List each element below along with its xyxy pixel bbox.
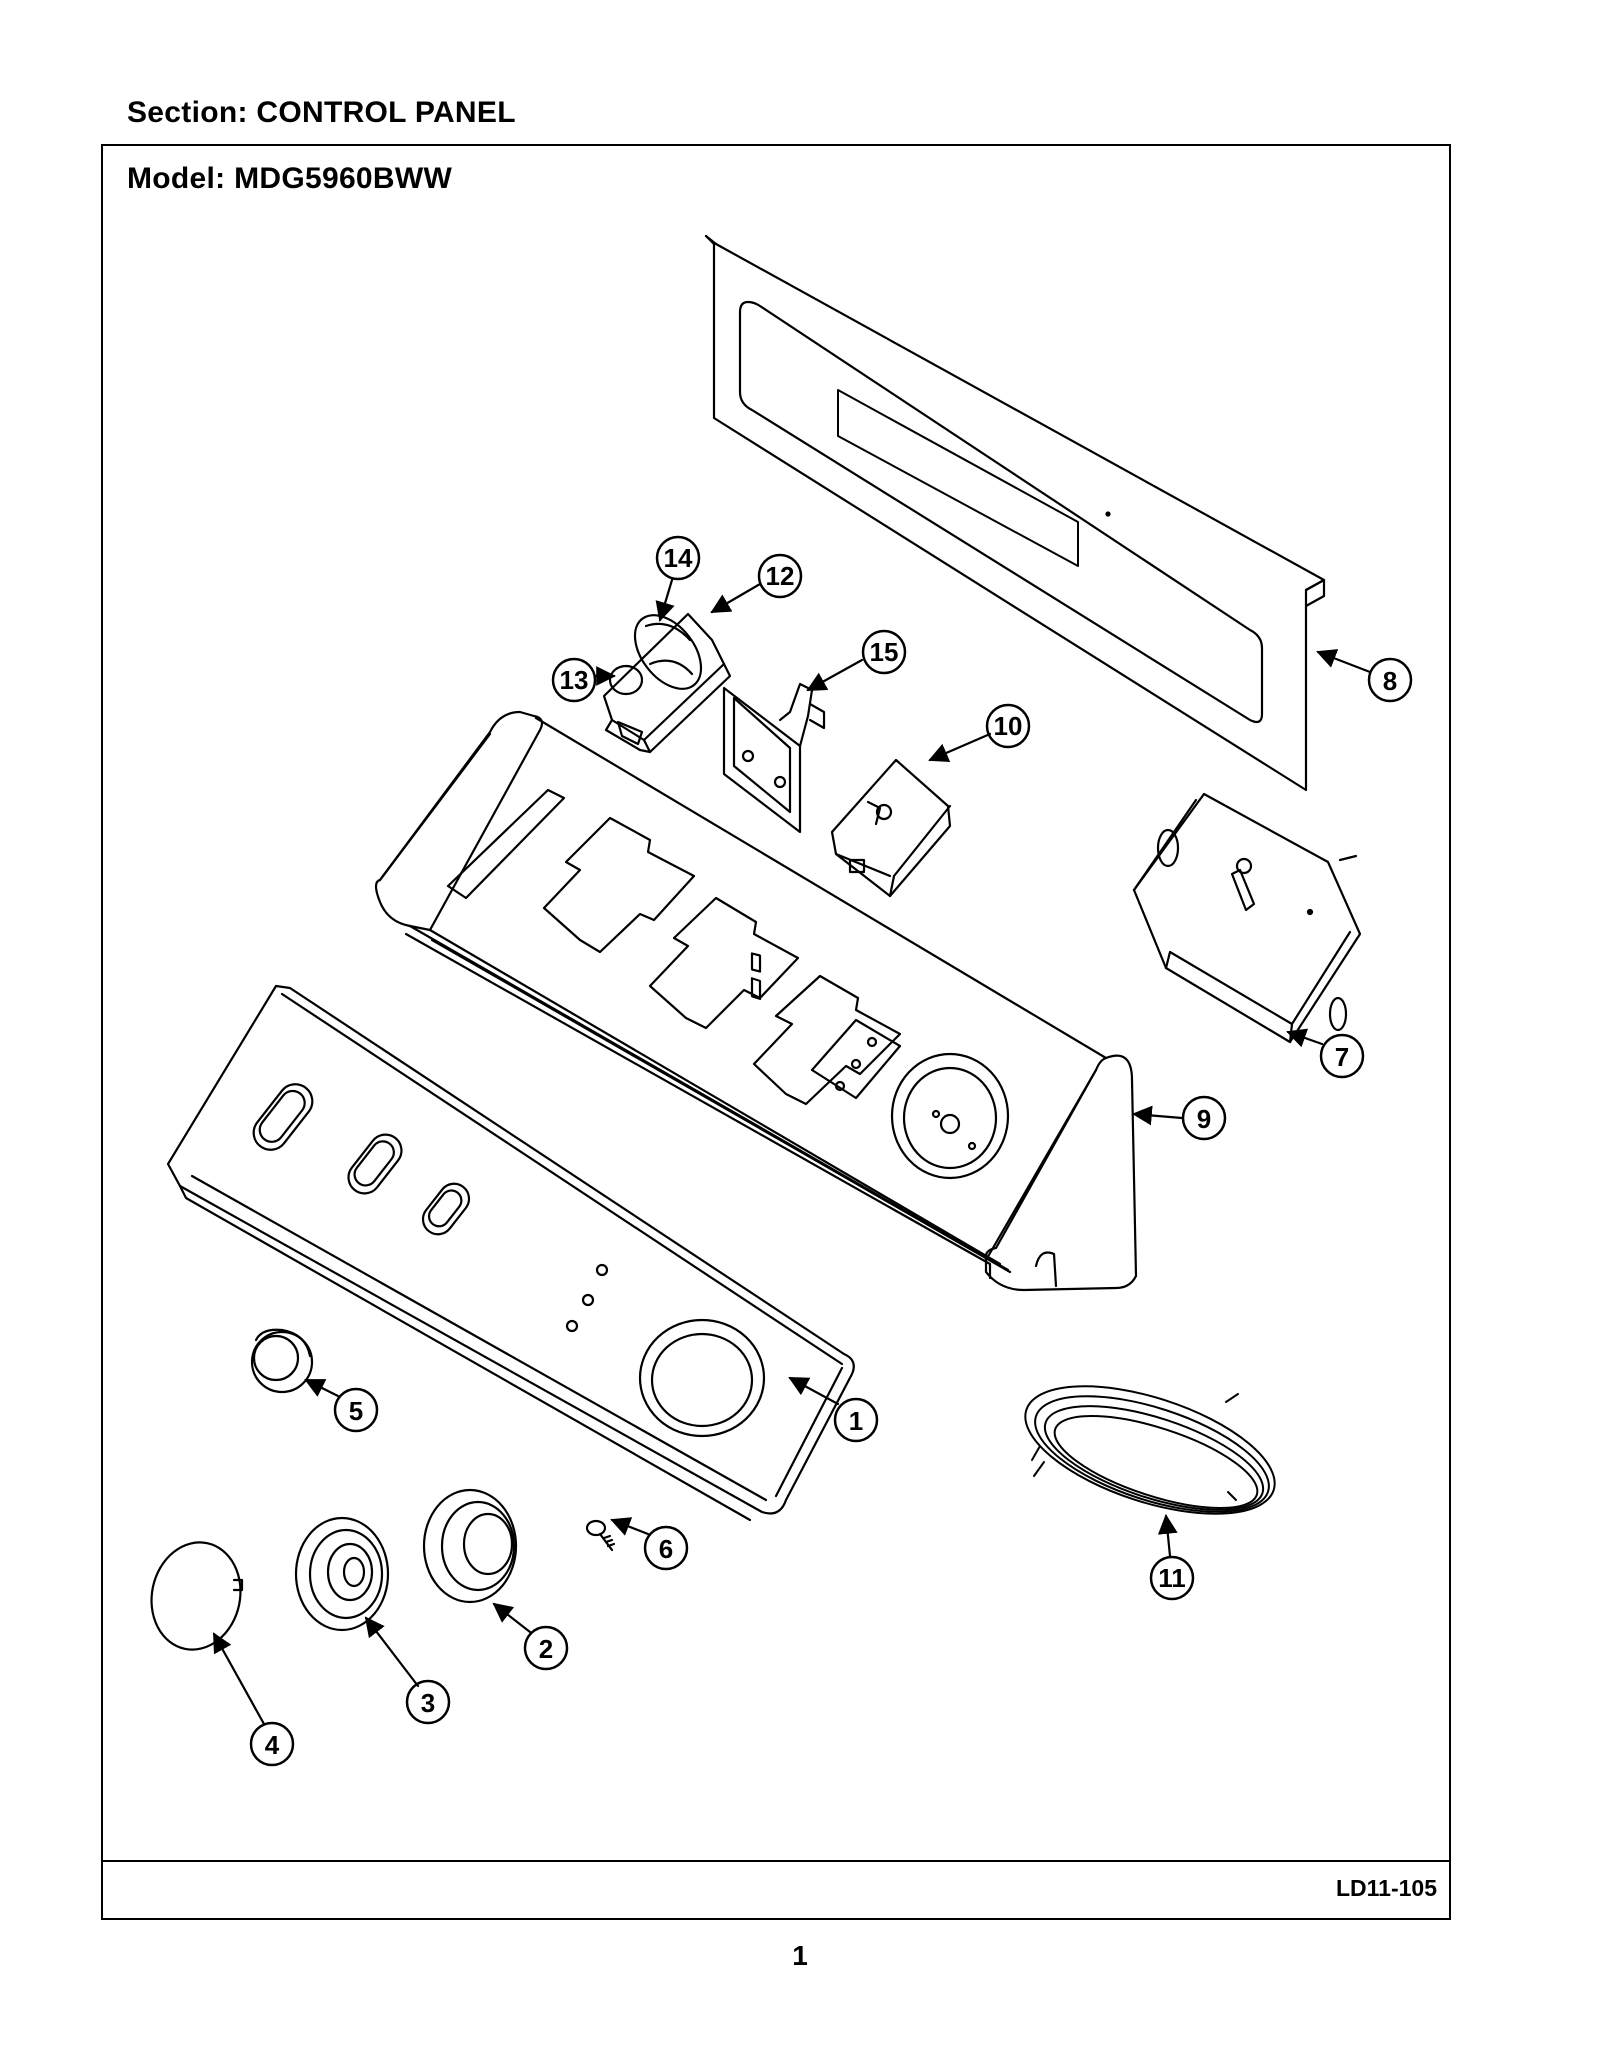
callout-15: 15: [870, 637, 899, 667]
part-2-knob-skirt: [422, 1488, 518, 1604]
callout-9: 9: [1197, 1104, 1211, 1134]
callout-14: 14: [664, 543, 693, 573]
callout-7: 7: [1335, 1042, 1349, 1072]
part-15-receptacle: [722, 682, 826, 1001]
callout-8: 8: [1383, 666, 1397, 696]
part-1-front-panel: [166, 984, 855, 1522]
part-9-console: [374, 710, 1138, 1292]
callout-12: 12: [766, 561, 795, 591]
callout-11: 11: [1158, 1563, 1186, 1593]
callout-10: 10: [994, 711, 1023, 741]
part-6-screw: [585, 1519, 616, 1552]
callout-4: 4: [265, 1730, 280, 1760]
part-12-light-socket: [602, 612, 732, 754]
callouts: 1 2 3 4 5 6 7 8 9 10: [212, 535, 1413, 1767]
callout-2: 2: [539, 1634, 553, 1664]
callout-13: 13: [560, 665, 589, 695]
diagram-frame: Model: MDG5960BWW LD11-105: [101, 144, 1451, 1920]
callout-3: 3: [421, 1688, 435, 1718]
part-10-switch: [830, 758, 952, 898]
page-number: 1: [792, 1940, 808, 1971]
callout-6: 6: [659, 1534, 673, 1564]
part-7-timer: [1132, 792, 1362, 1044]
part-8-rear-panel: [704, 234, 1326, 792]
part-4-cap: [150, 1541, 244, 1651]
section-title: Section: CONTROL PANEL: [127, 96, 516, 129]
drawing-code: LD11-105: [1335, 1875, 1437, 1901]
frame-footer: LD11-105: [103, 1860, 1449, 1918]
callout-5: 5: [349, 1396, 363, 1426]
model-title: Model: MDG5960BWW: [127, 162, 453, 195]
part-14-lens: [633, 614, 703, 690]
part-11-wire-harness: [1024, 1385, 1276, 1515]
part-5-push-knob: [250, 1328, 314, 1394]
callout-1: 1: [849, 1406, 863, 1436]
part-3-knob: [294, 1516, 390, 1632]
part-13-bulb: [608, 664, 644, 696]
